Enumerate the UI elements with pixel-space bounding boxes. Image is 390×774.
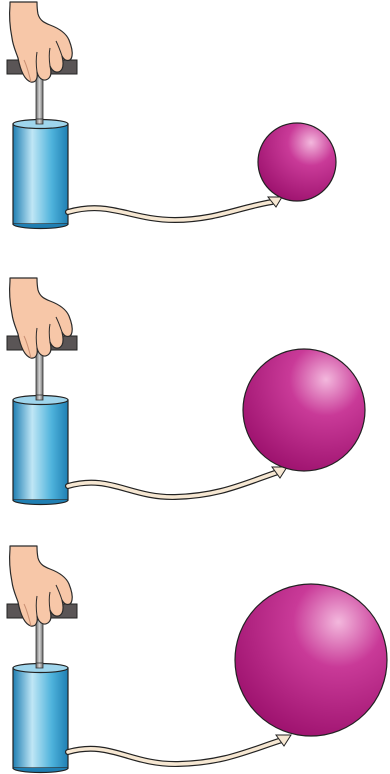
hose-icon [65,196,283,224]
panel-2 [6,277,366,506]
balloon-icon [234,583,388,737]
balloon-icon [257,122,337,202]
pump-icon [6,545,78,774]
hose-icon [65,466,288,501]
panel-1 [6,1,337,230]
hose-icon [65,734,292,768]
pump-icon [6,277,78,506]
balloon-icon [242,348,366,472]
pump-icon [6,1,78,230]
panel-3 [6,545,388,774]
